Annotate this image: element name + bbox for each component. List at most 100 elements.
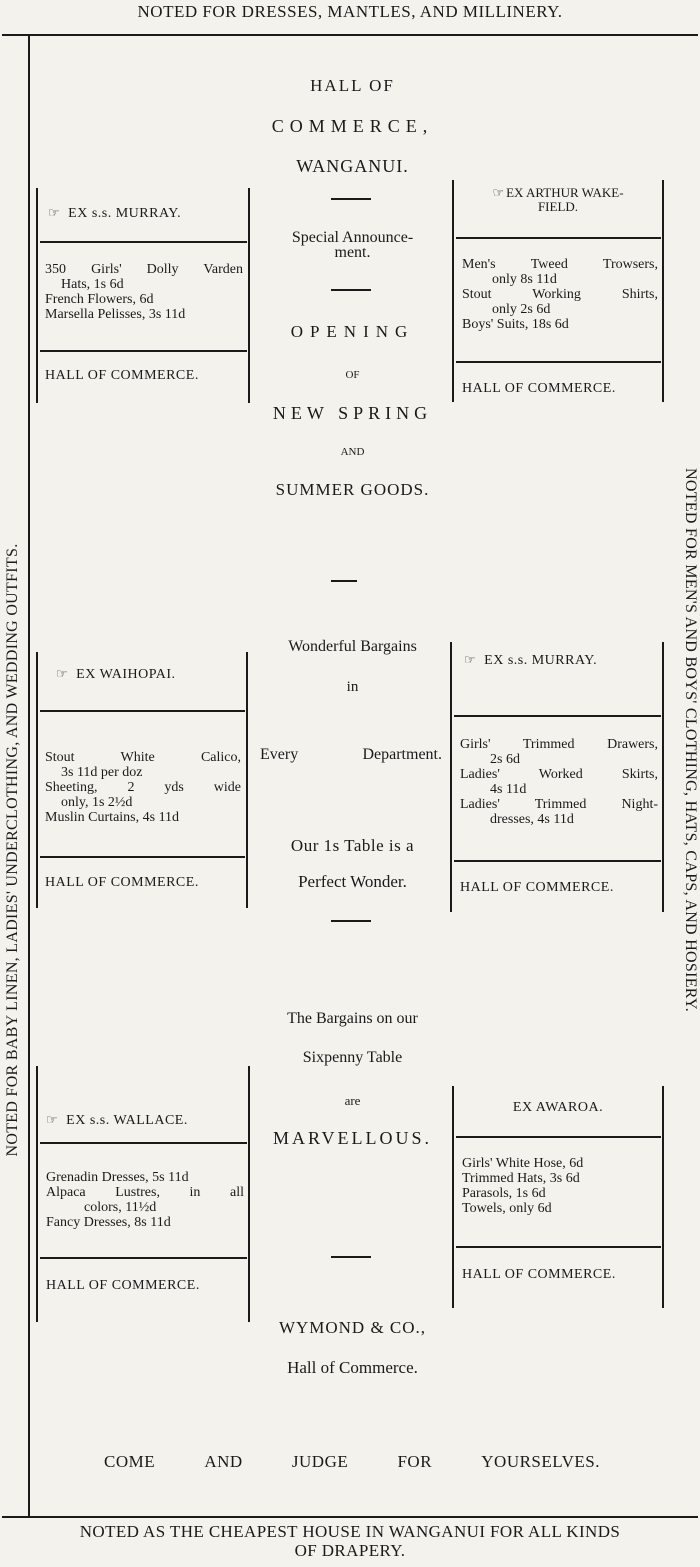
box-l1-footer: HALL OF COMMERCE. [45,368,199,383]
pointing-hand-icon: ☞ [56,666,69,681]
footer-word: YOURSELVES. [481,1452,600,1471]
are-line: are [344,1093,361,1108]
box-divider [454,860,661,862]
item-line: Girls' White Hose, 6d [462,1156,584,1171]
item-line: Ladies' Trimmed Night- [460,797,658,812]
item-line: Stout White Calico, [45,750,241,765]
item-line: colors, 11½d [84,1200,157,1215]
item-line: Trimmed Hats, 3s 6d [462,1171,580,1186]
summer-goods-heading: SUMMER GOODS. [275,480,430,499]
rule [331,289,371,291]
item-line: Alpaca Lustres, in all [46,1185,244,1200]
box-border [662,180,664,402]
come-and-judge-line: COME AND JUDGE FOR YOURSELVES. [104,1452,600,1472]
item-line: Muslin Curtains, 4s 11d [45,810,180,825]
top-banner: NOTED FOR DRESSES, MANTLES, AND MILLINER… [137,2,563,21]
special-line1: Special Announce- [291,229,414,246]
box-l2-body: Stout White Calico, 3s 11d per doz Sheet… [45,750,241,825]
item-line: Ladies' Worked Skirts, [460,767,658,782]
item-line: 350 Girls' Dolly Varden [45,262,243,277]
box-divider [454,715,661,717]
right-side-banner: NOTED FOR MEN'S AND BOYS' CLOTHING, HATS… [682,468,699,1012]
box-l3-title: EX s.s. WALLACE. [66,1113,188,1128]
box-r1-header: ☞EX ARTHUR WAKE- FIELD. [456,186,660,214]
box-l3-header: ☞ EX s.s. WALLACE. [46,1112,188,1129]
item-line: Stout Working Shirts, [462,287,658,302]
one-shilling-table: Our 1s Table is a [290,836,415,855]
box-border [450,642,452,912]
bottom-border [2,1516,698,1518]
marvellous-heading: MARVELLOUS. [272,1128,433,1148]
rule [331,920,371,922]
box-l1-header: ☞EX s.s. MURRAY. [48,205,181,222]
item-line: dresses, 4s 11d [490,812,574,827]
every-word: Every [260,746,299,763]
item-line: French Flowers, 6d [45,292,154,307]
item-line: Parasols, 1s 6d [462,1186,546,1201]
item-line: Girls' Trimmed Drawers, [460,737,658,752]
special-announcement: Special Announce- ment. [255,229,450,261]
box-l1-body: 350 Girls' Dolly Varden Hats, 1s 6d Fren… [45,262,243,322]
opening-heading: OPENING [290,322,415,341]
footer-word: FOR [397,1452,433,1471]
box-divider [40,1257,247,1259]
top-border [2,34,698,36]
item-line: only 2s 6d [492,302,551,317]
bottom-banner-line1: NOTED AS THE CHEAPEST HOUSE IN WANGANUI … [79,1522,621,1541]
wanganui-heading: WANGANUI. [296,156,409,176]
box-l2-footer: HALL OF COMMERCE. [45,875,199,890]
hall-of-commerce-line: Hall of Commerce. [287,1358,418,1377]
box-divider [40,241,247,243]
item-line: Marsella Pelisses, 3s 11d [45,307,186,322]
box-r3-header: EX AWAROA. [512,1100,604,1115]
item-line: 4s 11d [490,782,527,797]
pointing-hand-icon: ☞ [48,205,61,220]
pointing-hand-icon: ☞ [492,185,505,200]
footer-word: JUDGE [291,1452,349,1471]
box-r3-footer: HALL OF COMMERCE. [462,1267,616,1282]
bottom-banner-line2: OF DRAPERY. [294,1541,406,1560]
item-line: Fancy Dresses, 8s 11d [46,1215,171,1230]
item-line: Boys' Suits, 18s 6d [462,317,569,332]
box-divider [456,361,661,363]
rule [331,198,371,200]
box-l2-title: EX WAIHOPAI. [76,667,176,682]
left-border [28,36,30,1516]
box-divider [40,1142,247,1144]
rule [331,580,357,582]
bottom-banner: NOTED AS THE CHEAPEST HOUSE IN WANGANUI … [0,1522,700,1560]
of-text: OF [345,369,360,381]
pointing-hand-icon: ☞ [46,1112,59,1127]
box-l2-header: ☞ EX WAIHOPAI. [56,666,176,683]
sixpenny-line: Sixpenny Table [302,1049,403,1066]
box-border [36,652,38,908]
item-line: only, 1s 2½d [61,795,133,810]
box-r1-footer: HALL OF COMMERCE. [462,381,616,396]
box-divider [40,710,245,712]
and-text: AND [340,446,365,458]
item-line: Hats, 1s 6d [61,277,124,292]
item-line: Men's Tweed Trowsers, [462,257,658,272]
item-line: 3s 11d per doz [61,765,143,780]
item-line: Sheeting, 2 yds wide [45,780,241,795]
box-r2-title: EX s.s. MURRAY. [484,653,598,668]
perfect-wonder: Perfect Wonder. [298,872,407,891]
box-r2-body: Girls' Trimmed Drawers, 2s 6d Ladies' Wo… [460,737,658,827]
hall-of-heading: HALL OF [310,76,395,95]
box-divider [40,350,247,352]
box-l3-footer: HALL OF COMMERCE. [46,1278,200,1293]
box-divider [456,237,661,239]
box-border [452,1086,454,1308]
wymond-heading: WYMOND & CO., [278,1318,427,1337]
rule [331,1256,371,1258]
item-line: Grenadin Dresses, 5s 11d [46,1170,189,1185]
box-l3-body: Grenadin Dresses, 5s 11d Alpaca Lustres,… [46,1170,244,1230]
box-border [36,188,38,403]
in-text: in [346,679,359,695]
footer-word: COME [104,1452,156,1471]
box-border [662,1086,664,1308]
box-r1-body: Men's Tweed Trowsers, only 8s 11d Stout … [462,257,658,332]
box-border [36,1066,38,1322]
bargains-line: The Bargains on our [287,1010,418,1027]
item-line: only 8s 11d [492,272,557,287]
